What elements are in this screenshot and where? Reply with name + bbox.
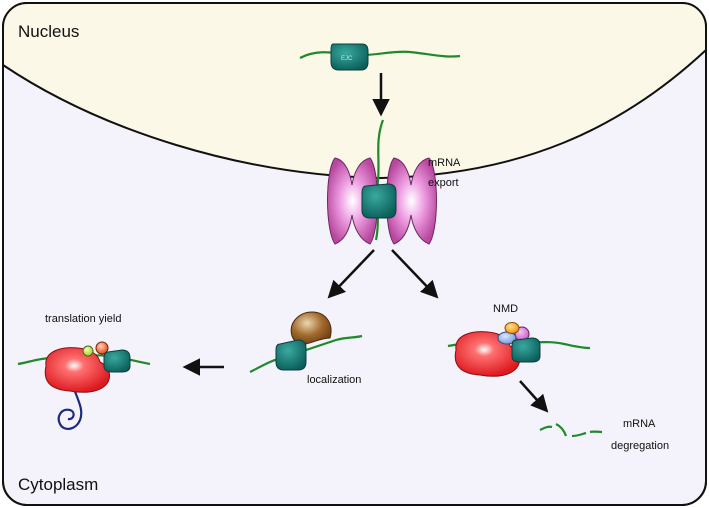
arrow-to-degradation — [519, 380, 549, 413]
cytoplasm-label: Cytoplasm — [18, 475, 98, 494]
nuclear-pore-left — [327, 157, 378, 245]
ejc-label: EJC — [341, 56, 353, 62]
nmd-factor-orange — [504, 322, 520, 334]
arrow-to-nmd — [391, 249, 439, 299]
ejc-nucleus — [330, 43, 369, 71]
translation-label: translation yield — [45, 313, 121, 325]
localization-mrna — [249, 334, 363, 373]
degraded-mrna-fragment-2 — [555, 423, 568, 437]
degradation-label-line2: degregation — [611, 440, 669, 452]
degradation-label-line1: mRNA — [623, 418, 656, 430]
translation-factor-red — [95, 341, 109, 355]
export-label-line2: export — [428, 177, 459, 189]
nuclear-mrna — [299, 50, 461, 59]
nascent-peptide-spiral — [57, 383, 83, 430]
localization-label: localization — [307, 374, 361, 386]
ejc-localization — [275, 339, 307, 371]
arrow-to-localization — [327, 249, 375, 299]
nuclear-envelope — [2, 49, 707, 180]
degraded-mrna-fragment-1 — [539, 425, 553, 431]
degraded-mrna-fragment-3 — [571, 431, 587, 438]
export-label-line1: mRNA — [428, 157, 461, 169]
nucleus-label: Nucleus — [18, 22, 79, 41]
export-mrna — [374, 119, 385, 241]
ejc-nmd — [511, 337, 541, 363]
nmd-label: NMD — [493, 303, 518, 315]
ejc-translation — [103, 349, 131, 373]
nucleus-region — [3, 3, 706, 178]
ejc-export — [361, 183, 397, 219]
translation-factor-green — [82, 345, 94, 357]
nuclear-pore-right — [386, 157, 437, 245]
